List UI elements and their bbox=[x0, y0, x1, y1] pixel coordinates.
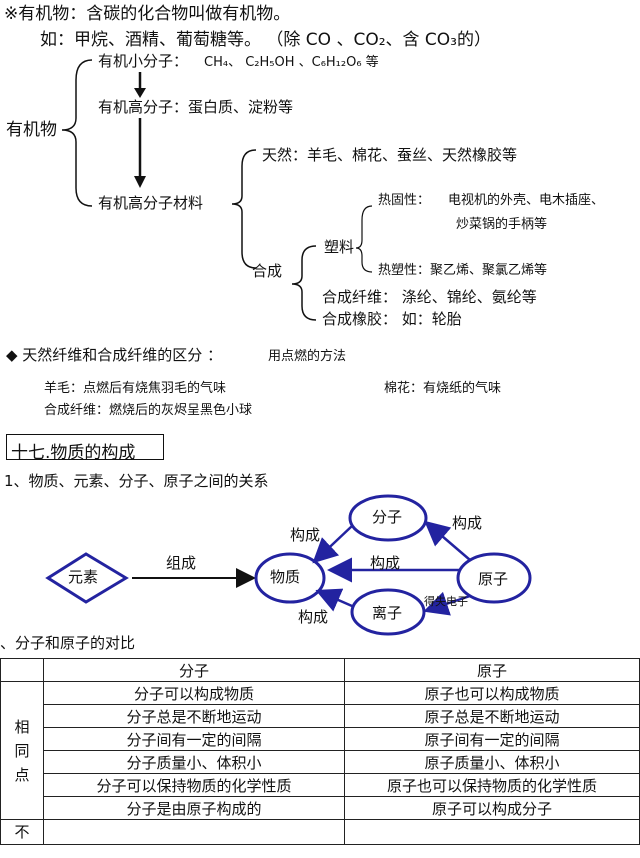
ion-label: 离子 bbox=[372, 604, 403, 622]
tree-thermoplastic: 热塑性：聚乙烯、聚氯乙烯等 bbox=[378, 263, 548, 278]
distinguish-wool: 羊毛：点燃后有烧焦羽毛的气味 bbox=[44, 381, 227, 396]
matter-label: 物质 bbox=[270, 568, 301, 586]
side-char: 同 bbox=[14, 741, 30, 760]
tree-high: 有机高分子：蛋白质、淀粉等 bbox=[98, 98, 294, 116]
matter-node bbox=[254, 552, 326, 604]
table-cell: 分子总是不断地运动 bbox=[43, 704, 345, 728]
tree-plastic: 塑料 bbox=[324, 238, 355, 256]
build-label-2: 构成 bbox=[452, 514, 483, 532]
table-row: 相 同 点 分子可以构成物质 原子也可以构成物质 bbox=[0, 681, 640, 820]
table-header-molecule: 分子 bbox=[43, 658, 345, 682]
table-cell: 原子也可以保持物质的化学性质 bbox=[344, 773, 640, 797]
distinguish-synthetic: 合成纤维：燃烧后的灰烬呈黑色小球 bbox=[44, 403, 253, 418]
intro-line-2: 如：甲烷、酒精、葡萄糖等。 （除 CO 、CO₂、含 CO₃的） bbox=[40, 30, 491, 50]
table-row: 分子可以保持物质的化学性质 原子也可以保持物质的化学性质 bbox=[1, 773, 640, 797]
molecule-node bbox=[348, 494, 428, 542]
tree-fiber: 合成纤维： 涤纶、锦纶、氨纶等 bbox=[322, 288, 537, 306]
tree-thermoset-label: 热固性： bbox=[378, 193, 431, 208]
gain-lose-label: 得失电子 bbox=[424, 595, 468, 608]
tree-material: 有机高分子材料 bbox=[98, 194, 204, 212]
section-title: 十七.物质的构成 bbox=[6, 434, 164, 463]
atom-node bbox=[456, 552, 532, 604]
tree-small-formulas: CH₄、 C₂H₅OH 、C₆H₁₂O₆ 等 bbox=[204, 55, 379, 70]
table-cell: 分子是由原子构成的 bbox=[43, 796, 345, 820]
element-node bbox=[45, 552, 129, 604]
table-cell: 分子可以构成物质 bbox=[43, 681, 345, 705]
table-cell: 原子总是不断地运动 bbox=[344, 704, 640, 728]
compose-label: 组成 bbox=[166, 554, 197, 572]
table-header-row: 分子 原子 bbox=[0, 658, 640, 682]
table-cell bbox=[344, 819, 640, 845]
distinguish-heading: ◆ 天然纤维和合成纤维的区分 ： bbox=[6, 346, 223, 364]
table-side-diff: 不 bbox=[0, 819, 44, 845]
tree-natural: 天然：羊毛、棉花、蚕丝、天然橡胶等 bbox=[262, 146, 518, 164]
build-label-3: 构成 bbox=[370, 554, 401, 572]
table-header-atom: 原子 bbox=[344, 658, 640, 682]
distinguish-method: 用点燃的方法 bbox=[268, 349, 347, 364]
tree-rubber: 合成橡胶： 如：轮胎 bbox=[322, 310, 462, 328]
table-cell: 原子间有一定的间隔 bbox=[344, 727, 640, 751]
table-cell: 原子质量小、体积小 bbox=[344, 750, 640, 774]
table-cell bbox=[43, 819, 345, 845]
tree-thermoset-items-2: 炒菜锅的手柄等 bbox=[456, 217, 548, 232]
section-sub1: 1、物质、元素、分子、原子之间的关系 bbox=[4, 472, 269, 490]
molecule-label: 分子 bbox=[372, 508, 403, 526]
atom-label: 原子 bbox=[478, 570, 509, 588]
table-cell: 分子质量小、体积小 bbox=[43, 750, 345, 774]
build-label-4: 构成 bbox=[298, 608, 329, 626]
table-cell: 分子间有一定的间隔 bbox=[43, 727, 345, 751]
intro-line-1: ※有机物：含碳的化合物叫做有机物。 bbox=[4, 4, 291, 24]
table-row: 不 bbox=[0, 819, 640, 845]
tree-root: 有机物 bbox=[6, 120, 57, 140]
table-side-same: 相 同 点 bbox=[0, 681, 44, 820]
tree-synthetic: 合成 bbox=[252, 262, 283, 280]
comparison-table: 分子 原子 相 同 点 分子可以构成物质 原子也可以构成物质 分子总是不断地运动… bbox=[0, 658, 640, 845]
table-row: 分子间有一定的间隔 原子间有一定的间隔 bbox=[1, 727, 640, 751]
table-cell: 原子也可以构成物质 bbox=[344, 681, 640, 705]
side-char: 点 bbox=[14, 765, 30, 784]
table-row: 分子总是不断地运动 原子总是不断地运动 bbox=[1, 704, 640, 728]
distinguish-cotton: 棉花：有烧纸的气味 bbox=[384, 381, 502, 396]
table-row: 分子是由原子构成的 原子可以构成分子 bbox=[1, 796, 640, 820]
section-sub2: 、分子和原子的对比 bbox=[0, 634, 136, 652]
table-corner bbox=[0, 658, 44, 682]
table-cell: 原子可以构成分子 bbox=[344, 796, 640, 820]
tree-small-label: 有机小分子： bbox=[98, 52, 189, 70]
table-cell: 分子可以保持物质的化学性质 bbox=[43, 773, 345, 797]
build-label-1: 构成 bbox=[290, 526, 321, 544]
side-char: 相 bbox=[14, 717, 30, 736]
table-row: 分子质量小、体积小 原子质量小、体积小 bbox=[1, 750, 640, 774]
tree-thermoset-items-1: 电视机的外壳、电木插座、 bbox=[448, 193, 605, 208]
element-label: 元素 bbox=[68, 568, 99, 586]
